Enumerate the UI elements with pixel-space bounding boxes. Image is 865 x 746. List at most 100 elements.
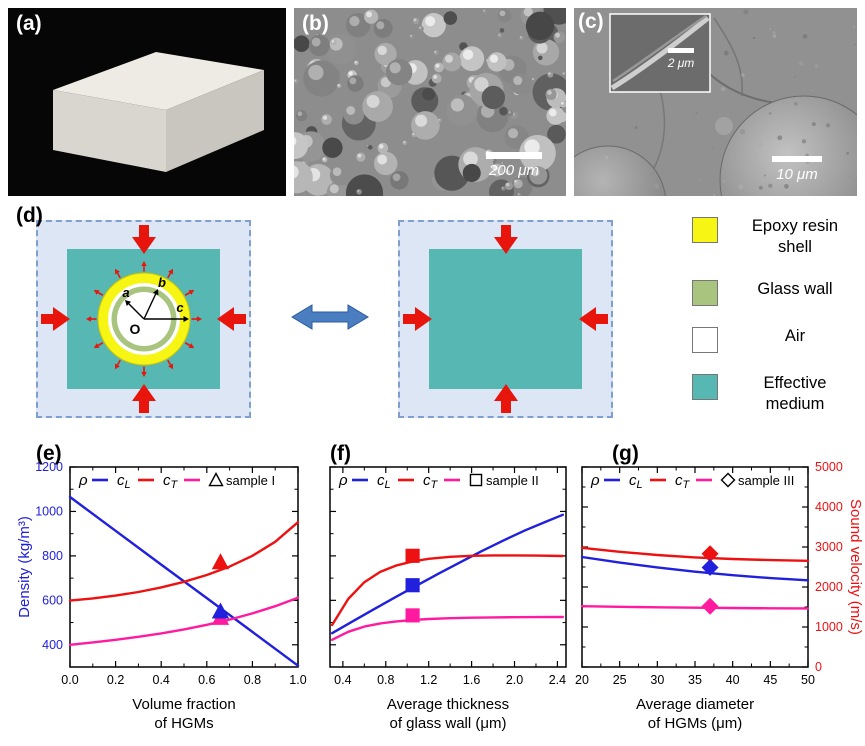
radius-label-a: a bbox=[122, 285, 129, 300]
compression-arrow-top bbox=[132, 225, 156, 254]
svg-text:600: 600 bbox=[42, 593, 63, 607]
sem-image-foam bbox=[294, 8, 566, 196]
panel-label-e: (e) bbox=[36, 442, 62, 465]
block-front-face bbox=[53, 90, 166, 172]
svg-text:sample III: sample III bbox=[738, 473, 794, 488]
radius-label-c: c bbox=[176, 300, 184, 315]
glass-wall-edge-2 bbox=[612, 14, 707, 83]
svg-text:1200: 1200 bbox=[35, 460, 63, 474]
svg-text:4000: 4000 bbox=[815, 500, 843, 514]
svg-text:1000: 1000 bbox=[815, 620, 843, 634]
effective-swatch-icon bbox=[692, 373, 718, 400]
svg-text:Average diameter: Average diameter bbox=[636, 696, 754, 713]
svg-text:800: 800 bbox=[42, 549, 63, 563]
panel-label-c: (c) bbox=[578, 10, 604, 33]
inset-scale-bar-c bbox=[668, 48, 694, 53]
hgm-compression-diagram: a b c O bbox=[36, 220, 251, 418]
svg-text:30: 30 bbox=[650, 673, 664, 687]
svg-text:of HGMs (μm): of HGMs (μm) bbox=[648, 715, 742, 732]
svg-text:ρ: ρ bbox=[78, 472, 88, 489]
legend-item-glass: Glass wall bbox=[692, 279, 856, 306]
svg-text:0.8: 0.8 bbox=[244, 673, 261, 687]
svg-text:of glass wall (μm): of glass wall (μm) bbox=[390, 715, 507, 732]
radial-arrows bbox=[86, 261, 202, 377]
svg-text:2.4: 2.4 bbox=[549, 673, 566, 687]
glass-swatch-icon bbox=[692, 279, 718, 306]
radius-arrows bbox=[125, 289, 189, 323]
svg-text:0.0: 0.0 bbox=[61, 673, 78, 687]
compression-arrow-left bbox=[41, 307, 70, 331]
scale-bar-label-b: 200 μm bbox=[489, 162, 539, 179]
svg-text:ρ: ρ bbox=[338, 472, 348, 489]
partial-sphere bbox=[574, 145, 666, 196]
crack-line bbox=[713, 17, 743, 97]
svg-text:35: 35 bbox=[688, 673, 702, 687]
compression-arrow-left bbox=[403, 307, 432, 331]
scale-bar-label-c: 10 μm bbox=[776, 166, 818, 183]
legend-item-air: Air bbox=[692, 326, 856, 353]
sem-image-microsphere bbox=[574, 8, 857, 196]
compression-arrow-right bbox=[217, 307, 246, 331]
double-headed-arrow bbox=[291, 304, 369, 330]
svg-text:0: 0 bbox=[815, 660, 822, 674]
block-right-face bbox=[166, 70, 264, 172]
svg-text:20: 20 bbox=[575, 673, 589, 687]
scale-bar-c bbox=[772, 156, 822, 162]
inset-glass-wall bbox=[609, 13, 711, 93]
scale-bar-b bbox=[486, 152, 542, 159]
svg-text:25: 25 bbox=[613, 673, 627, 687]
legend-label: medium bbox=[765, 395, 825, 414]
compression-arrow-right bbox=[579, 307, 608, 331]
small-sphere bbox=[715, 117, 733, 135]
panel-label-a: (a) bbox=[16, 12, 42, 35]
svg-text:0.6: 0.6 bbox=[198, 673, 215, 687]
air-swatch-icon bbox=[692, 326, 718, 353]
svg-text:2.0: 2.0 bbox=[506, 673, 523, 687]
legend-label: Effective bbox=[763, 373, 827, 392]
effective-medium-diagram bbox=[398, 220, 613, 418]
svg-text:0.2: 0.2 bbox=[107, 673, 124, 687]
svg-text:5000: 5000 bbox=[815, 460, 843, 474]
svg-text:of HGMs: of HGMs bbox=[154, 715, 213, 732]
svg-text:45: 45 bbox=[763, 673, 777, 687]
large-microsphere bbox=[719, 95, 857, 196]
compression-arrow-bottom bbox=[132, 384, 156, 413]
block-top-face bbox=[53, 52, 264, 110]
effective-diagram-canvas bbox=[403, 225, 608, 413]
svg-text:Volume fraction: Volume fraction bbox=[132, 696, 235, 713]
compression-arrow-bottom bbox=[494, 384, 518, 413]
svg-text:3000: 3000 bbox=[815, 540, 843, 554]
svg-text:sample I: sample I bbox=[226, 473, 275, 488]
panel-label-b: (b) bbox=[302, 12, 329, 35]
epoxy-swatch-icon bbox=[692, 217, 718, 243]
legend-label: Glass wall bbox=[757, 279, 833, 298]
svg-text:50: 50 bbox=[801, 673, 815, 687]
legend-item-effective: Effective medium bbox=[692, 373, 856, 416]
origin-label: O bbox=[130, 321, 141, 337]
svg-text:Sound velocity (m/s): Sound velocity (m/s) bbox=[847, 499, 862, 635]
svg-text:40: 40 bbox=[726, 673, 740, 687]
sample-photo bbox=[8, 8, 286, 196]
panel-label-f: (f) bbox=[330, 442, 351, 465]
svg-text:0.8: 0.8 bbox=[377, 673, 394, 687]
svg-text:0.4: 0.4 bbox=[153, 673, 170, 687]
svg-text:ρ: ρ bbox=[590, 472, 600, 489]
svg-text:Average thickness: Average thickness bbox=[387, 696, 509, 713]
svg-text:1.0: 1.0 bbox=[289, 673, 306, 687]
svg-text:1000: 1000 bbox=[35, 504, 63, 518]
panel-label-d: (d) bbox=[16, 204, 43, 227]
svg-text:2000: 2000 bbox=[815, 580, 843, 594]
compression-arrow-top bbox=[494, 225, 518, 254]
radius-label-b: b bbox=[158, 275, 166, 290]
svg-text:0.4: 0.4 bbox=[334, 673, 351, 687]
effective-medium-region bbox=[429, 249, 582, 389]
glass-wall-edge bbox=[610, 16, 710, 91]
equivalence-arrow bbox=[291, 304, 369, 330]
svg-text:1.6: 1.6 bbox=[463, 673, 480, 687]
inset-scale-label-c: 2 μm bbox=[667, 56, 695, 70]
